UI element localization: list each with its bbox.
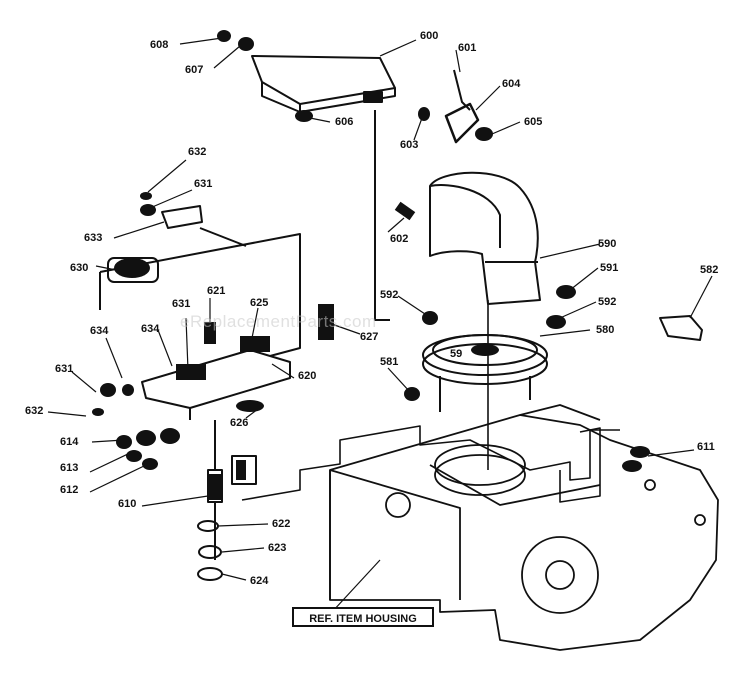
label-632a: 632: [188, 146, 207, 158]
part-623-washer: [198, 545, 222, 559]
label-633: 633: [84, 232, 103, 244]
label-613: 613: [60, 462, 79, 474]
label-581: 581: [380, 356, 399, 368]
label-592b: 592: [598, 296, 617, 308]
label-607: 607: [185, 64, 204, 76]
label-582: 582: [700, 264, 719, 276]
part-624-washer: [197, 567, 223, 581]
part-601-rod: [453, 69, 471, 111]
label-621: 621: [207, 285, 226, 297]
label-592a: 592: [380, 289, 399, 301]
part-630-bracket: [99, 205, 301, 357]
part-603-rod: [374, 110, 390, 321]
leader-lines: [47, 37, 713, 613]
label-634a: 634: [90, 325, 109, 337]
part-582-bracket: [659, 315, 703, 341]
label-600: 600: [420, 30, 439, 42]
label-631a: 631: [194, 178, 213, 190]
label-614: 614: [60, 436, 79, 448]
label-634b: 634: [141, 323, 160, 335]
label-620: 620: [298, 370, 317, 382]
label-601: 601: [458, 42, 477, 54]
label-59: 59: [450, 348, 463, 360]
label-590: 590: [598, 238, 617, 250]
label-622: 622: [272, 518, 291, 530]
label-631c: 631: [55, 363, 74, 375]
label-631b: 631: [172, 298, 191, 310]
ref-item-housing: [329, 404, 719, 651]
watermark-text: eReplacementParts.com: [180, 312, 377, 331]
label-605: 605: [524, 116, 543, 128]
label-602: 602: [390, 233, 409, 245]
label-612: 612: [60, 484, 79, 496]
label-603: 603: [400, 139, 419, 151]
label-611: 611: [697, 441, 715, 453]
control-cable: [241, 425, 620, 501]
ref-item-housing-label: REF. ITEM HOUSING: [292, 607, 434, 627]
label-604: 604: [502, 78, 521, 90]
label-608: 608: [150, 39, 169, 51]
hardware-pieces: [92, 30, 650, 500]
label-624: 624: [250, 575, 269, 587]
part-600-cover: [251, 55, 396, 113]
label-623: 623: [268, 542, 287, 554]
label-580: 580: [596, 324, 615, 336]
label-627: 627: [360, 331, 379, 343]
label-606: 606: [335, 116, 354, 128]
label-625: 625: [250, 297, 269, 309]
label-632b: 632: [25, 405, 44, 417]
part-604-bracket: [444, 102, 480, 144]
label-591: 591: [600, 262, 619, 274]
part-590-chute: [429, 171, 541, 305]
part-611-bracket: [559, 427, 601, 503]
label-626: 626: [230, 417, 249, 429]
part-620-plate: [141, 349, 291, 420]
label-610: 610: [118, 498, 137, 510]
label-630: 630: [70, 262, 89, 274]
